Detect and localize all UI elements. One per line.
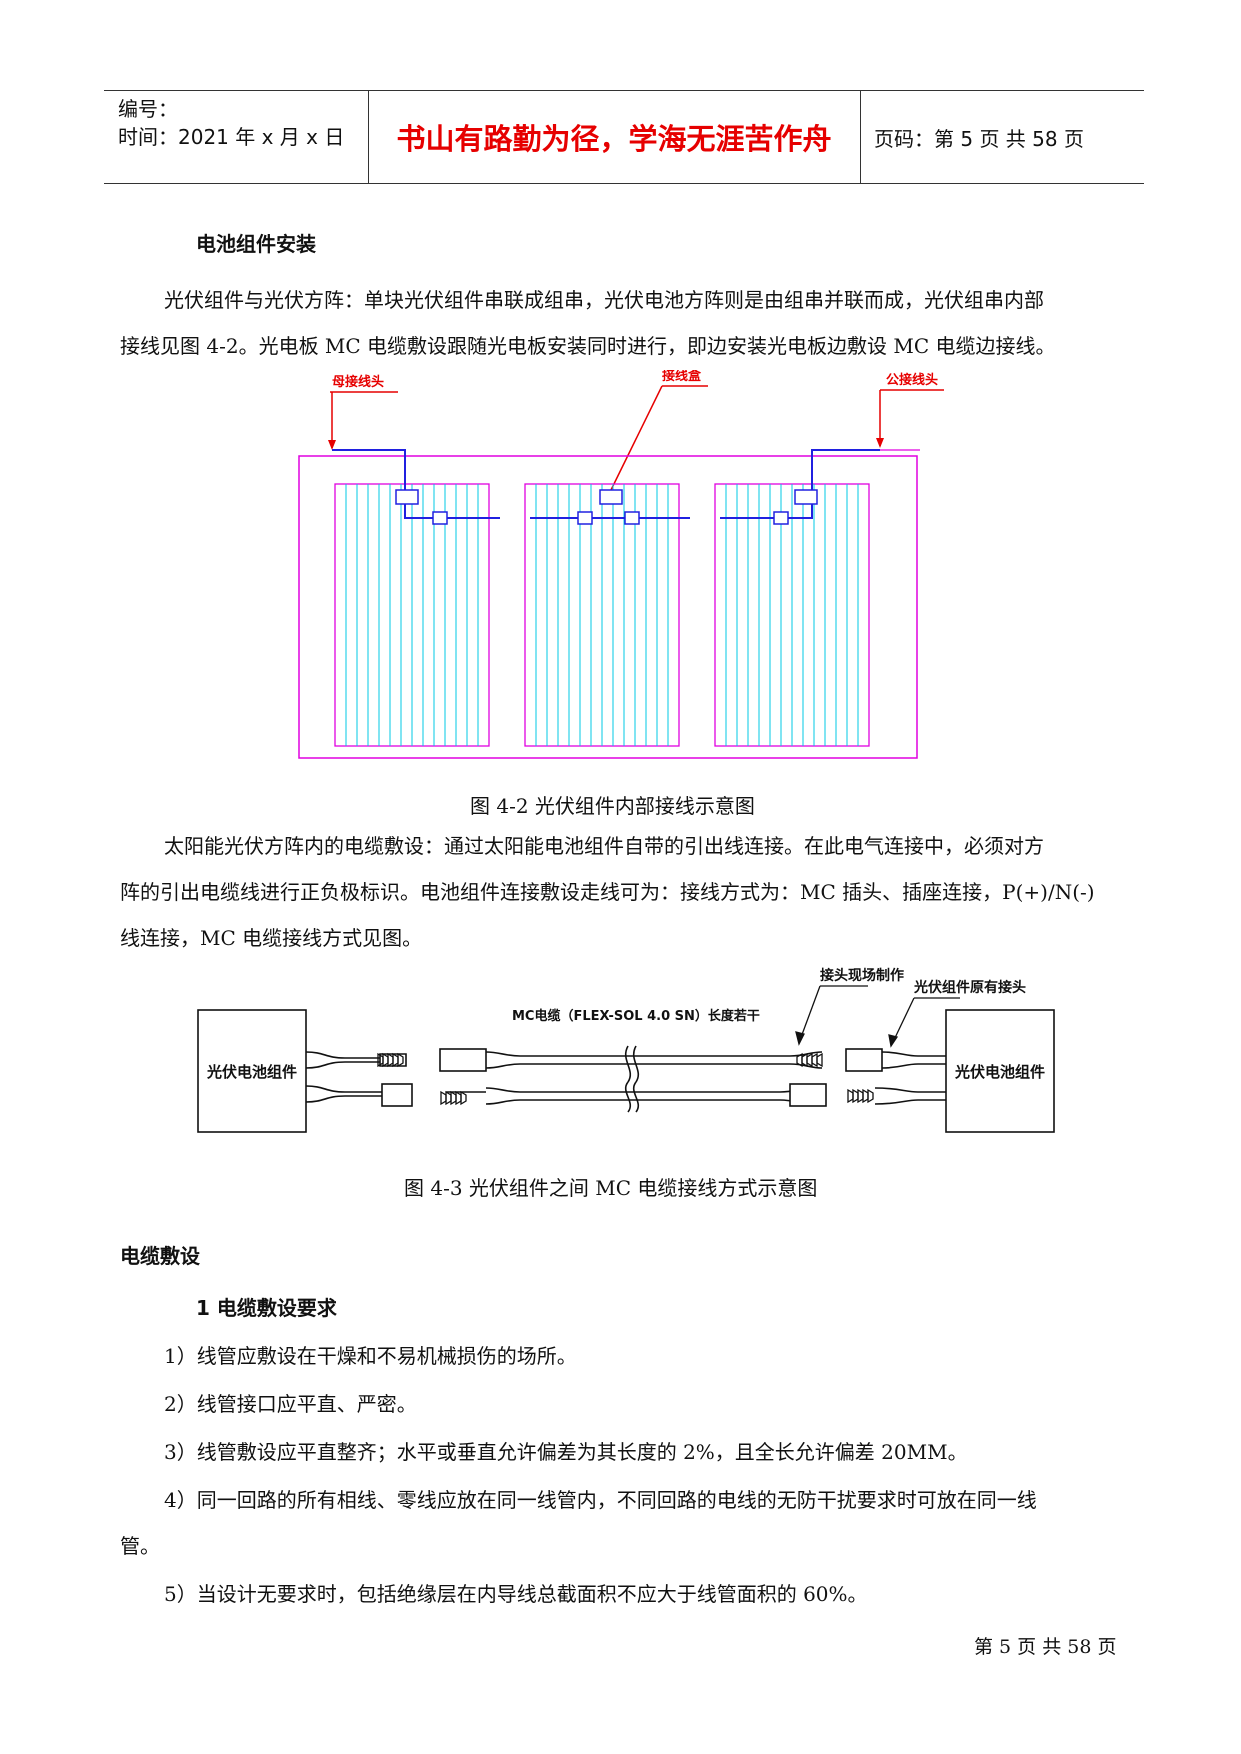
left-module-label: 光伏电池组件 [206, 1063, 297, 1081]
header-time: 时间：2021 年 x 月 x 日 [118, 125, 345, 149]
list-item: 1）线管应敷设在干燥和不易机械损伤的场所。 [164, 1344, 577, 1368]
subsection-title-requirements: 1 电缆敷设要求 [196, 1296, 337, 1320]
original-connector-label: 光伏组件原有接头 [913, 979, 1026, 996]
page-header: 编号： 时间：2021 年 x 月 x 日 书山有路勤为径，学海无涯苦作舟 页码… [104, 90, 1144, 184]
label-male-connector: 公接线头 [886, 372, 938, 388]
list-item: 5）当设计无要求时，包括绝缘层在内导线总截面积不应大于线管面积的 60%。 [164, 1582, 868, 1606]
paragraph-1-line-1: 光伏组件与光伏方阵：单块光伏组件串联成组串，光伏电池方阵则是由组串并联而成，光伏… [164, 288, 1044, 312]
figure-4-2-wiring-diagram: 母接线头 接线盒 公接线头 [298, 370, 944, 759]
header-page: 页码：第 5 页 共 58 页 [874, 126, 1084, 151]
figure-4-3-caption: 图 4-3 光伏组件之间 MC 电缆接线方式示意图 [404, 1176, 818, 1200]
header-info-cell: 编号： 时间：2021 年 x 月 x 日 [104, 91, 369, 183]
label-junction-box: 接线盒 [662, 370, 702, 384]
list-item: 4）同一回路的所有相线、零线应放在同一线管内，不同回路的电线的无防干扰要求时可放… [164, 1488, 1037, 1512]
page-footer: 第 5 页 共 58 页 [974, 1636, 1117, 1658]
label-female-connector: 母接线头 [332, 374, 384, 390]
paragraph-2-line-3: 线连接，MC 电缆接线方式见图。 [120, 926, 423, 950]
list-item: 3）线管敷设应平直整齐；水平或垂直允许偏差为其长度的 2%，且全长允许偏差 20… [164, 1440, 968, 1464]
paragraph-2-line-1: 太阳能光伏方阵内的电缆敷设：通过太阳能电池组件自带的引出线连接。在此电气连接中，… [164, 834, 1044, 858]
header-number: 编号： [118, 97, 178, 121]
list-item-continuation: 管。 [120, 1534, 160, 1558]
section-title-cable-laying: 电缆敷设 [120, 1244, 200, 1268]
figure-4-3-cable-diagram: 光伏电池组件 光伏电池组件 MC电缆（FLEX-SOL 4.0 SN）长度若干 … [197, 967, 1055, 1133]
section-title-battery-install: 电池组件安装 [196, 232, 316, 256]
header-motto: 书山有路勤为径，学海无涯苦作舟 [368, 91, 861, 183]
paragraph-1-line-2: 接线见图 4-2。光电板 MC 电缆敷设跟随光电板安装同时进行，即边安装光电板边… [120, 334, 1056, 358]
pv-panels [334, 483, 870, 747]
mc-cable-label: MC电缆（FLEX-SOL 4.0 SN）长度若干 [512, 1008, 760, 1024]
right-module-label: 光伏电池组件 [954, 1063, 1045, 1081]
site-made-connector-label: 接头现场制作 [820, 967, 904, 984]
paragraph-2-line-2: 阵的引出电缆线进行正负极标识。电池组件连接敷设走线可为：接线方式为：MC 插头、… [120, 880, 1095, 904]
list-item: 2）线管接口应平直、严密。 [164, 1392, 417, 1416]
figure-4-2-caption: 图 4-2 光伏组件内部接线示意图 [470, 794, 755, 818]
